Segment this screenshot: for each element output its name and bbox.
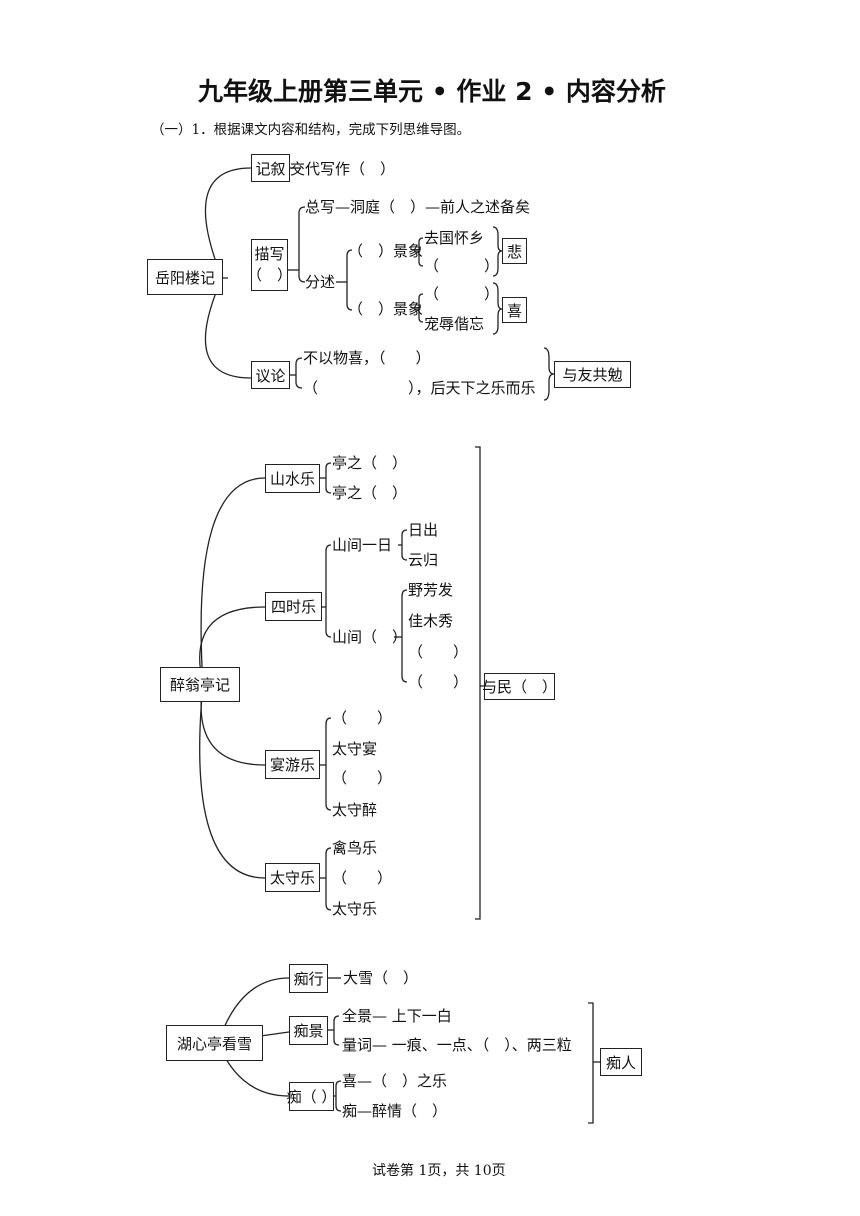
node-chi: 痴（ ） bbox=[287, 1082, 336, 1111]
jx1-item-1: 去国怀乡 bbox=[424, 229, 485, 247]
fenshu-label: 分述 bbox=[305, 273, 336, 291]
chijing-item-1: 全景— 上下一白 bbox=[342, 1007, 452, 1025]
page-title: 九年级上册第三单元 • 作业 2 • 内容分析 bbox=[198, 77, 666, 106]
taishou-item-3: 太守乐 bbox=[332, 900, 378, 918]
jiamuxiu: 佳木秀 bbox=[408, 612, 454, 630]
node-chiren: 痴人 bbox=[600, 1048, 642, 1076]
node-xi: 喜 bbox=[502, 297, 527, 323]
jx2-item-1: （ ） bbox=[424, 285, 500, 303]
node-shanshuile: 山水乐 bbox=[265, 464, 320, 493]
node-yanyoule: 宴游乐 bbox=[265, 750, 320, 779]
node-bei: 悲 bbox=[502, 238, 527, 264]
yefangfa: 野芳发 bbox=[408, 581, 454, 599]
chi-item-2: 痴—醉情（ ） bbox=[342, 1102, 448, 1120]
jingxiang-2: （ ）景象 bbox=[348, 300, 424, 318]
yanyou-item-2: 太守宴 bbox=[332, 740, 378, 758]
node-yumin: 与民（ ） bbox=[482, 673, 557, 700]
node-miaoxie: 描写 （ ） bbox=[247, 239, 292, 291]
jx1-item-2: （ ） bbox=[424, 257, 500, 275]
node-sishile: 四时乐 bbox=[265, 592, 322, 621]
jixu-text: 交代写作（ ） bbox=[290, 160, 396, 178]
shanshui-item-1: 亭之（ ） bbox=[332, 454, 408, 472]
sishi-blank-1: （ ） bbox=[408, 643, 469, 661]
page-footer: 试卷第 1页，共 10页 bbox=[372, 1163, 506, 1179]
node-yilun: 议论 bbox=[251, 361, 290, 389]
chi-item-1: 喜—（ ）之乐 bbox=[342, 1072, 448, 1090]
root-yueyanglouji: 岳阳楼记 bbox=[147, 259, 223, 295]
chixing-text: 大雪（ ） bbox=[343, 969, 419, 987]
chijing-item-2: 量词— 一痕、一点、（ ）、两三粒 bbox=[342, 1036, 572, 1054]
taishou-item-2: （ ） bbox=[332, 869, 393, 887]
richu: 日出 bbox=[408, 521, 439, 539]
node-chixing: 痴行 bbox=[289, 964, 328, 993]
miaoxie-blank: （ ） bbox=[247, 266, 293, 284]
question-instruction: （一）1．根据课文内容和结构，完成下列思维导图。 bbox=[151, 122, 471, 138]
jx2-item-2: 宠辱偕忘 bbox=[424, 315, 485, 333]
yanyou-item-3: （ ） bbox=[332, 769, 393, 787]
shanjian-yiri: 山间一日 bbox=[332, 536, 393, 554]
root-huxintingkanxue: 湖心亭看雪 bbox=[166, 1025, 263, 1061]
node-chijing: 痴景 bbox=[289, 1016, 328, 1045]
node-taishoule: 太守乐 bbox=[265, 863, 320, 892]
miaoxie-label: 描写 bbox=[254, 245, 285, 263]
yilun-line-1: 不以物喜，（ ） bbox=[303, 349, 431, 367]
yilun-line-2: （ ），后天下之乐而乐 bbox=[303, 379, 536, 397]
zongxie-text: 总写—洞庭（ ）—前人之述备矣 bbox=[305, 198, 531, 216]
yanyou-item-1: （ ） bbox=[332, 709, 393, 727]
shanjian-blank: 山间（ ） bbox=[332, 628, 408, 646]
sishi-blank-2: （ ） bbox=[408, 673, 469, 691]
root-zuiwengtingji: 醉翁亭记 bbox=[160, 667, 240, 702]
shanshui-item-2: 亭之（ ） bbox=[332, 484, 408, 502]
node-yuyougongmian: 与友共勉 bbox=[554, 361, 631, 388]
yanyou-item-4: 太守醉 bbox=[332, 801, 378, 819]
yungui: 云归 bbox=[408, 551, 439, 569]
taishou-item-1: 禽鸟乐 bbox=[332, 839, 378, 857]
jingxiang-1: （ ）景象 bbox=[348, 242, 424, 260]
node-jixu: 记叙 bbox=[251, 154, 290, 182]
